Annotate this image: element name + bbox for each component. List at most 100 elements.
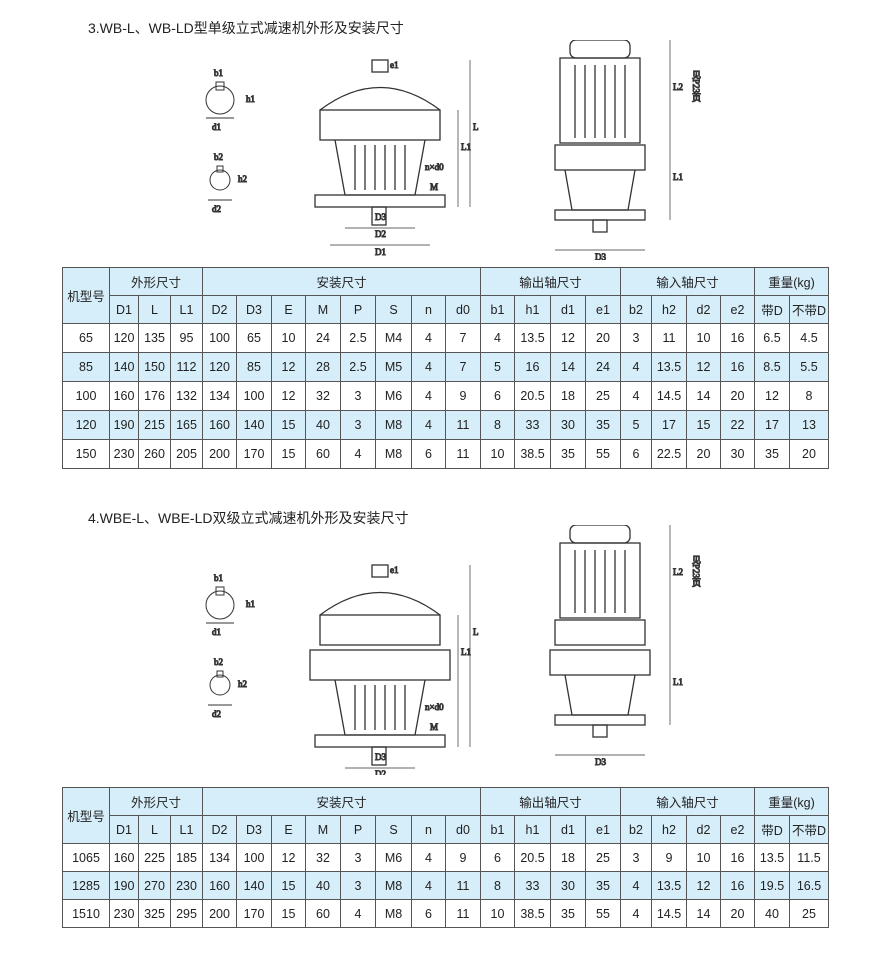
value-cell: 5.5 [789, 352, 829, 382]
dimension-label: d1 [212, 627, 221, 637]
value-cell: 134 [202, 381, 237, 411]
column-header: e1 [585, 295, 621, 324]
column-header: n [411, 815, 446, 844]
column-header: L1 [170, 295, 203, 324]
value-cell: 4 [620, 871, 652, 900]
section2-title: 4.WBE-L、WBE-LD双级立式减速机外形及安装尺寸 [88, 510, 409, 526]
dimension-label: e1 [390, 565, 399, 575]
value-cell: 4 [411, 352, 446, 382]
group-header: 机型号 [62, 787, 110, 844]
dimension-label: L1 [673, 172, 683, 182]
value-cell: 7 [445, 352, 481, 382]
value-cell: 6 [620, 439, 652, 469]
value-cell: 6 [480, 381, 515, 411]
value-cell: 100 [202, 323, 237, 353]
value-cell: 3 [340, 843, 376, 872]
value-cell: 15 [686, 410, 721, 440]
value-cell: 20 [686, 439, 721, 469]
group-header: 重量(kg) [754, 267, 829, 296]
dimension-label: D2 [375, 229, 386, 239]
value-cell: 12 [754, 381, 790, 411]
column-header: L [138, 295, 171, 324]
value-cell: 4 [411, 410, 446, 440]
value-cell: 3 [340, 871, 376, 900]
value-cell: 30 [550, 410, 586, 440]
dimension-label: L1 [461, 647, 471, 657]
value-cell: 5 [480, 352, 515, 382]
value-cell: 4 [620, 899, 652, 928]
column-header: d2 [686, 815, 721, 844]
value-cell: 8.5 [754, 352, 790, 382]
group-header: 输入轴尺寸 [620, 787, 755, 816]
group-header: 输出轴尺寸 [480, 787, 621, 816]
value-cell: 40 [754, 899, 790, 928]
value-cell: 7 [445, 323, 481, 353]
model-cell: 1510 [62, 899, 110, 928]
value-cell: 16 [514, 352, 551, 382]
group-header: 外形尺寸 [109, 267, 203, 296]
value-cell: 13.5 [651, 352, 687, 382]
dimension-label: D3 [595, 252, 606, 260]
reducer-with-motor-view [554, 39, 671, 251]
dimension-label: D2 [375, 769, 386, 775]
value-cell: 35 [550, 899, 586, 928]
value-cell: 55 [585, 899, 621, 928]
value-cell: 10 [480, 439, 515, 469]
dimension-label: d2 [212, 204, 221, 214]
value-cell: 225 [138, 843, 171, 872]
value-cell: 112 [170, 352, 203, 382]
value-cell: 9 [651, 843, 687, 872]
value-cell: 20.5 [514, 381, 551, 411]
input-shaft-section [208, 165, 232, 201]
value-cell: 4.5 [789, 323, 829, 353]
value-cell: 185 [170, 843, 203, 872]
value-cell: 40 [305, 871, 341, 900]
dimension-label: D3 [375, 212, 386, 222]
dimension-label: M [430, 722, 438, 732]
group-header: 重量(kg) [754, 787, 829, 816]
value-cell: 270 [138, 871, 171, 900]
value-cell: 5 [620, 410, 652, 440]
value-cell: 132 [170, 381, 203, 411]
value-cell: 95 [170, 323, 203, 353]
value-cell: 190 [109, 410, 139, 440]
value-cell: 60 [305, 899, 341, 928]
value-cell: 40 [305, 410, 341, 440]
dimension-label: n×d0 [425, 162, 444, 172]
value-cell: 12 [686, 352, 721, 382]
column-header: M [305, 815, 341, 844]
value-cell: 4 [480, 323, 515, 353]
column-header: L [138, 815, 171, 844]
group-header: 机型号 [62, 267, 110, 324]
value-cell: 8 [480, 410, 515, 440]
value-cell: 20.5 [514, 843, 551, 872]
value-cell: 12 [271, 843, 306, 872]
value-cell: 325 [138, 899, 171, 928]
value-cell: 16 [720, 871, 755, 900]
value-cell: 160 [202, 410, 237, 440]
value-cell: 33 [514, 871, 551, 900]
model-cell: 85 [62, 352, 110, 382]
value-cell: 3 [340, 410, 376, 440]
value-cell: 20 [720, 899, 755, 928]
value-cell: 13.5 [651, 871, 687, 900]
reducer-with-motor-view [549, 524, 671, 756]
value-cell: 20 [585, 323, 621, 353]
value-cell: 8 [789, 381, 829, 411]
value-cell: 19.5 [754, 871, 790, 900]
value-cell: 2.5 [340, 352, 376, 382]
value-cell: 13 [789, 410, 829, 440]
value-cell: 140 [109, 352, 139, 382]
value-cell: 295 [170, 899, 203, 928]
column-header: b2 [620, 295, 652, 324]
value-cell: 22.5 [651, 439, 687, 469]
value-cell: 6 [480, 843, 515, 872]
column-header: D2 [202, 815, 237, 844]
model-cell: 1065 [62, 843, 110, 872]
dimension-label: d1 [212, 122, 221, 132]
value-cell: 230 [170, 871, 203, 900]
